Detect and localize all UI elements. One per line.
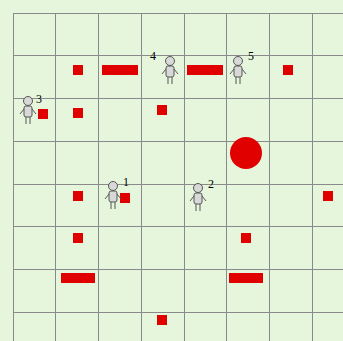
person-icons <box>20 57 246 212</box>
callout-number: 1 <box>123 176 129 188</box>
goal-circle <box>230 137 262 169</box>
callout-number: 2 <box>208 178 214 190</box>
callout-number: 3 <box>36 93 42 105</box>
obstacles <box>38 65 333 325</box>
callout-number: 4 <box>150 50 156 62</box>
callout-number: 5 <box>248 50 254 62</box>
grid-lines <box>13 13 343 341</box>
